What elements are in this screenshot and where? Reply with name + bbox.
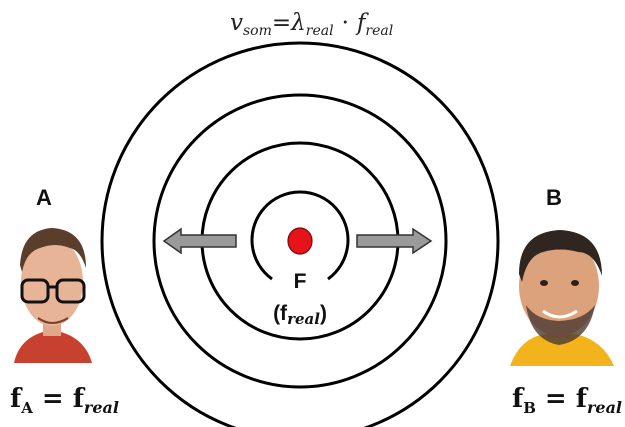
wavefront-inner bbox=[250, 190, 350, 281]
arrow-left-icon bbox=[162, 227, 237, 255]
wave-equation: vsom=λreal·freal bbox=[230, 10, 393, 39]
arrow-right-icon bbox=[356, 227, 433, 255]
wavefront-outer bbox=[100, 41, 500, 427]
source-frequency-label: (freal) bbox=[273, 302, 327, 328]
observer-a-label: A bbox=[36, 185, 52, 210]
source-label: F bbox=[294, 270, 307, 293]
sound-source-dot bbox=[287, 227, 313, 255]
observer-a-portrait bbox=[9, 228, 99, 363]
wavefront-third bbox=[152, 93, 448, 389]
observer-b-portrait bbox=[510, 230, 614, 366]
observer-b-label: B bbox=[546, 185, 562, 210]
observer-a-frequency: fA = freal bbox=[10, 384, 119, 417]
observer-b-frequency: fB = freal bbox=[512, 384, 622, 417]
